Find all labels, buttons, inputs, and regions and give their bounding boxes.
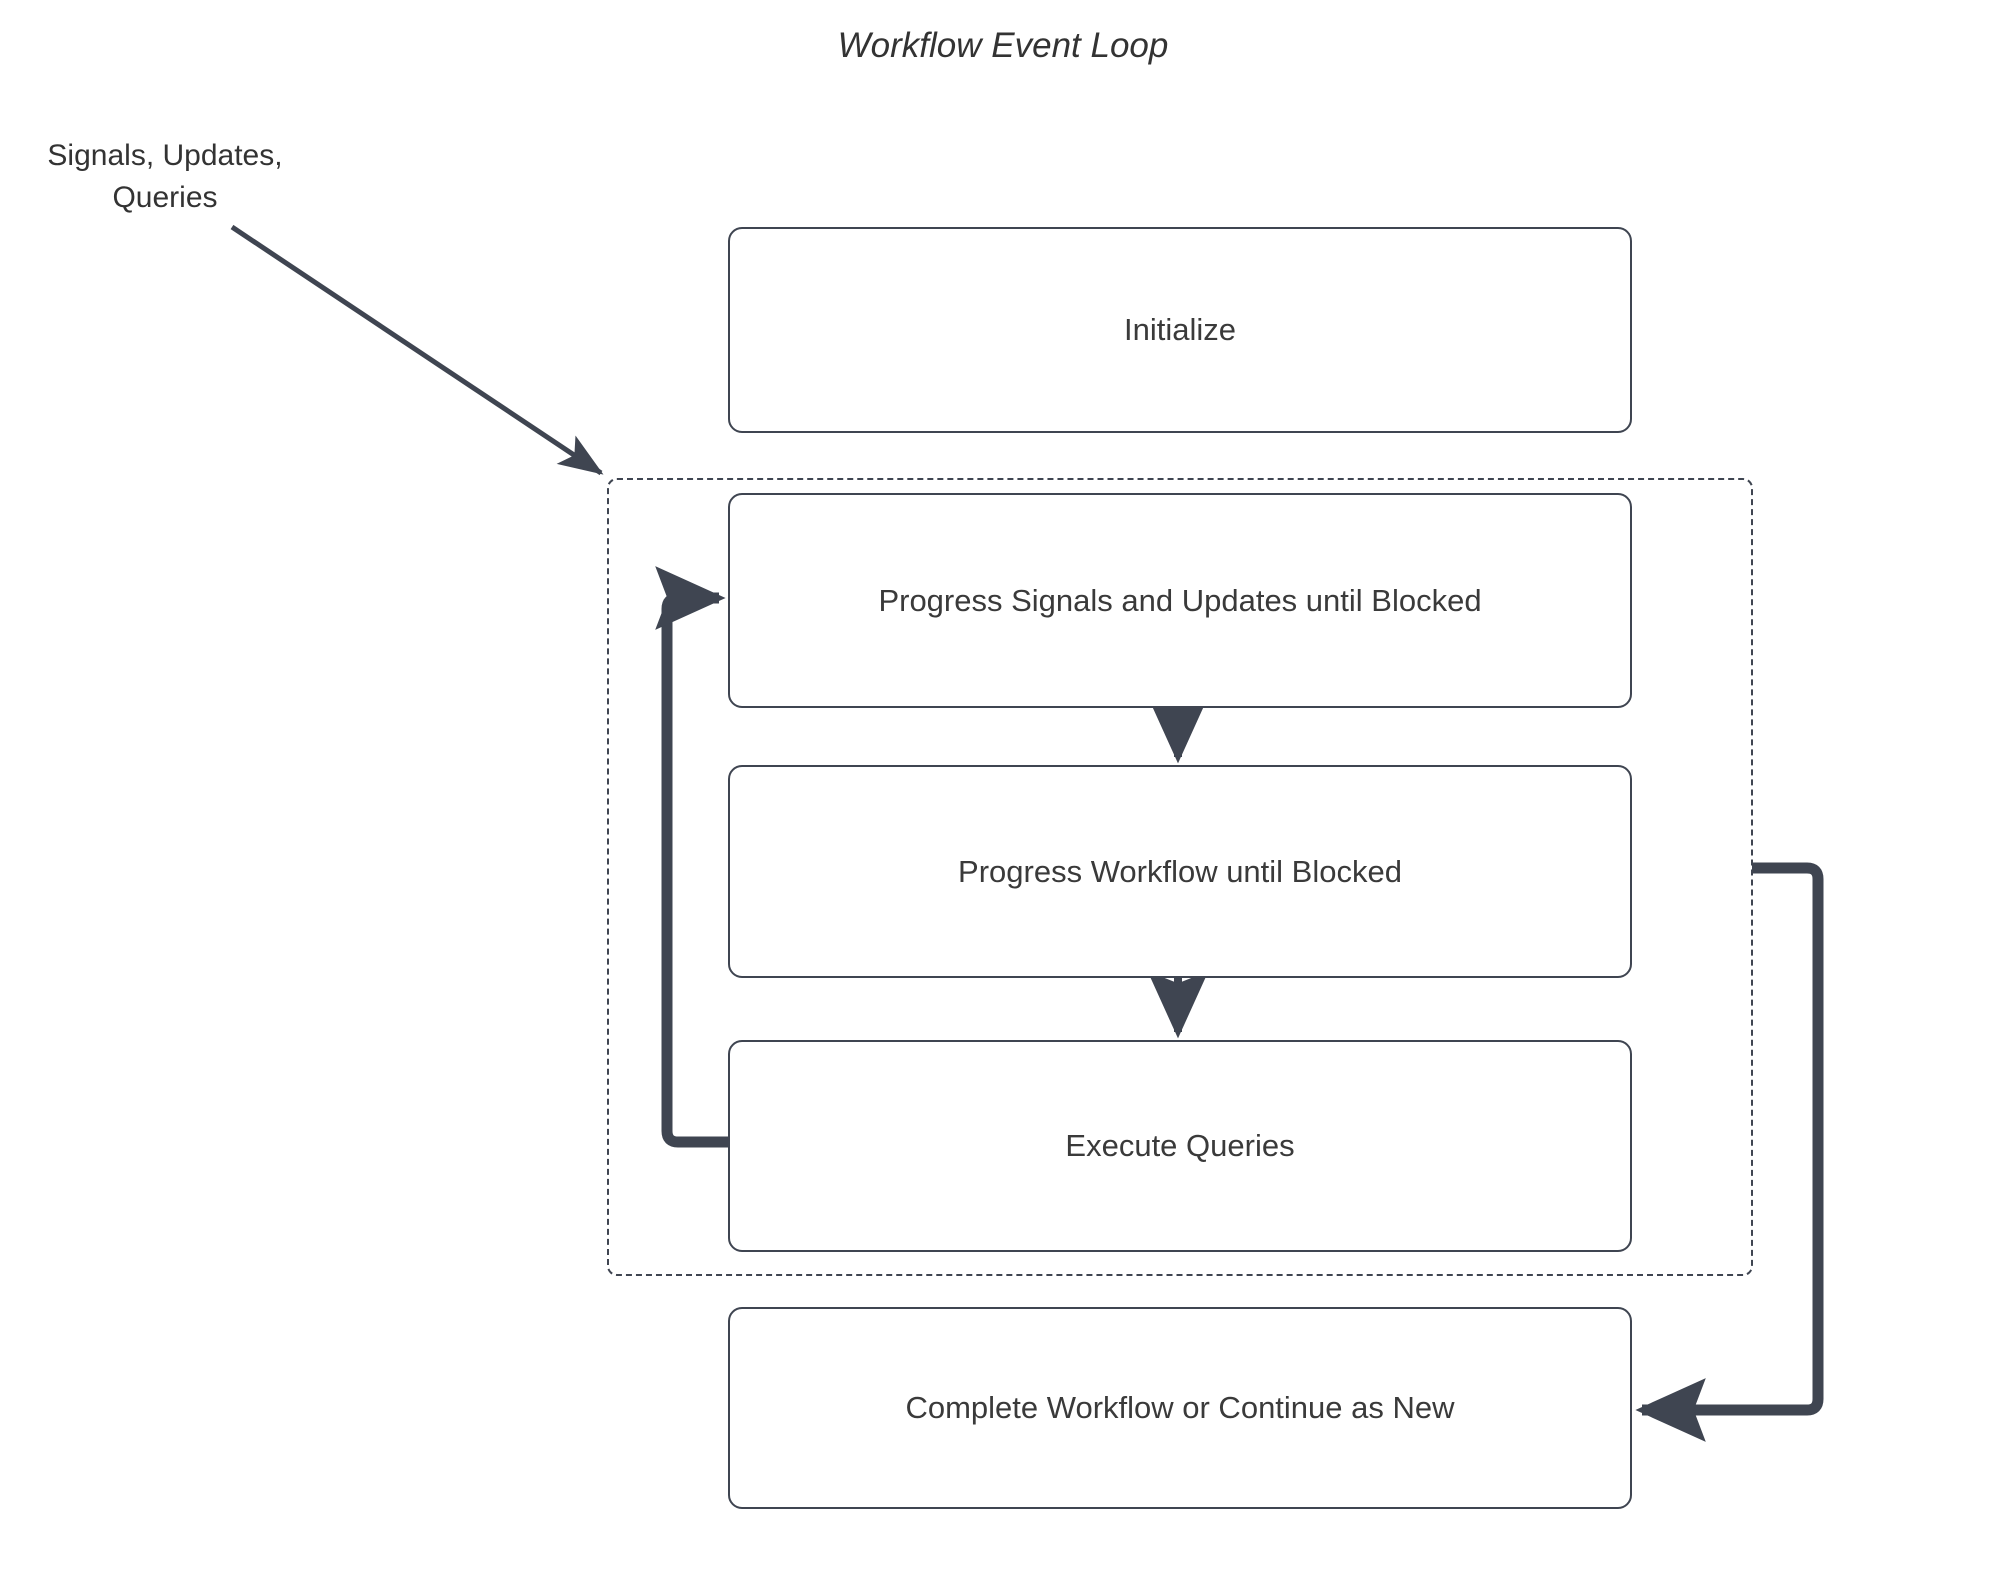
- external-input-label: Signals, Updates, Queries: [20, 135, 310, 219]
- node-progress-workflow-label: Progress Workflow until Blocked: [958, 853, 1402, 889]
- page-title: Workflow Event Loop: [837, 26, 1169, 65]
- node-execute-queries-label: Execute Queries: [1065, 1128, 1295, 1163]
- node-initialize-label: Initialize: [1124, 312, 1236, 347]
- node-progress-signals-and-updates[interactable]: Progress Signals and Updates until Block…: [728, 493, 1632, 708]
- event-loop-group: [607, 478, 1753, 1276]
- node-initialize[interactable]: Initialize: [728, 227, 1632, 433]
- node-complete-workflow[interactable]: Complete Workflow or Continue as New: [728, 1307, 1632, 1509]
- node-progress-workflow[interactable]: Progress Workflow until Blocked: [728, 765, 1632, 978]
- external-input-label-line2: Queries: [112, 181, 218, 214]
- external-input-label-line1: Signals, Updates,: [47, 139, 283, 172]
- edge-external-input: [230, 224, 604, 476]
- node-complete-workflow-label: Complete Workflow or Continue as New: [905, 1390, 1455, 1425]
- node-execute-queries[interactable]: Execute Queries: [728, 1040, 1632, 1252]
- node-progress-signals-label: Progress Signals and Updates until Block…: [878, 582, 1482, 618]
